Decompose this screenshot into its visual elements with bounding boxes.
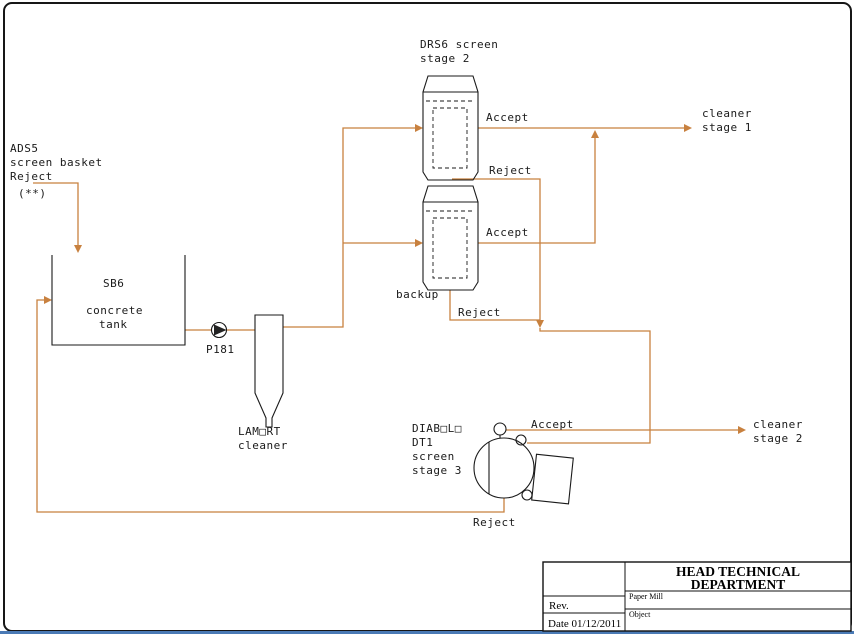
pipe-screen1-reject [452,178,541,320]
pipe-screen2-reject [449,290,540,321]
arrow-into-tank-top [74,245,82,253]
screen2-body [422,185,479,291]
pump-label: P181 [206,343,235,356]
screen1-accept-label: Accept [486,111,529,124]
tank-label-name: SB6 [103,277,124,290]
screen1-basket [432,107,468,169]
diagram-labels: ADS5 screen basket Reject (**) SB6 concr… [10,38,803,529]
window-edge-strip [0,631,854,634]
pipe-diabolo-reject-recycle [36,299,505,513]
title-block-date-label: Date 01/12/2011 [548,618,621,630]
title-block-rev-label: Rev. [549,600,569,612]
backup-label: backup [396,288,439,301]
diabolo-label-line1: DIAB□L□ [412,422,462,435]
title-block-title-line1: HEAD TECHNICAL [676,564,800,579]
screen2-reject-label: Reject [458,306,501,319]
cleaner-stage1-label-line2: stage 1 [702,121,752,134]
screen1-symbol [422,75,479,181]
flow-arrows [44,124,746,434]
arrow-into-screen1 [415,124,423,132]
tank-label-line2: concrete [86,304,143,317]
tank-label-line3: tank [99,318,128,331]
diabolo-reject-label: Reject [473,516,516,529]
diabolo-label-line2: DT1 [412,436,433,449]
drs6-label-line1: DRS6 screen [420,38,498,51]
title-block-company-label: Paper Mill [629,592,664,601]
arrow-into-tank-side [44,296,52,304]
equipment-symbols [51,75,574,505]
lamort-label-line1: LAM□RT [238,425,281,438]
title-block: HEAD TECHNICAL DEPARTMENT Rev. Paper Mil… [542,561,852,632]
diabolo-screen-symbol [473,422,574,505]
pipe-reject-to-diabolo [527,328,651,444]
arrow-accept-junction-up [591,130,599,138]
screen2-basket [432,217,468,279]
arrow-to-cleaner-stage2 [738,426,746,434]
diabolo-motor-box [531,453,574,505]
screen1-reject-label: Reject [489,164,532,177]
cleaner-stage2-label-line1: cleaner [753,418,803,431]
drs6-label-line2: stage 2 [420,52,470,65]
tank-outline [51,255,186,346]
pipe-cleaner-to-screen1 [283,127,415,328]
ads5-label-line1: ADS5 [10,142,39,155]
ads5-label-note: (**) [18,187,47,200]
screen2-symbol [422,185,479,291]
pump-impeller [214,324,227,336]
diabolo-inlet-fitting [515,434,527,446]
pipe-lines [33,127,738,513]
ads5-label-line2: screen basket [10,156,103,169]
diabolo-label-line3: screen [412,450,455,463]
title-block-object-label: Object [629,610,651,619]
ads5-label-line3: Reject [10,170,53,183]
drawing-border [3,2,852,632]
diabolo-body [473,437,535,499]
pipe-screen2-accept [478,136,596,244]
cleaner-stage1-label-line1: cleaner [702,107,752,120]
screen2-accept-label: Accept [486,226,529,239]
title-block-title-line2: DEPARTMENT [691,577,786,592]
arrow-to-cleaner-stage1 [684,124,692,132]
arrow-into-screen2 [415,239,423,247]
diabolo-top-fitting [493,422,507,436]
lamort-label-line2: cleaner [238,439,288,452]
diabolo-accept-label: Accept [531,418,574,431]
pump-symbol [210,321,228,339]
lamort-cleaner-outline [254,314,284,428]
diabolo-label-line4: stage 3 [412,464,462,477]
screen1-body [422,75,479,181]
arrow-reject-junction-down [536,320,544,328]
cleaner-stage2-label-line2: stage 2 [753,432,803,445]
pipe-ads5-feed [33,182,79,245]
